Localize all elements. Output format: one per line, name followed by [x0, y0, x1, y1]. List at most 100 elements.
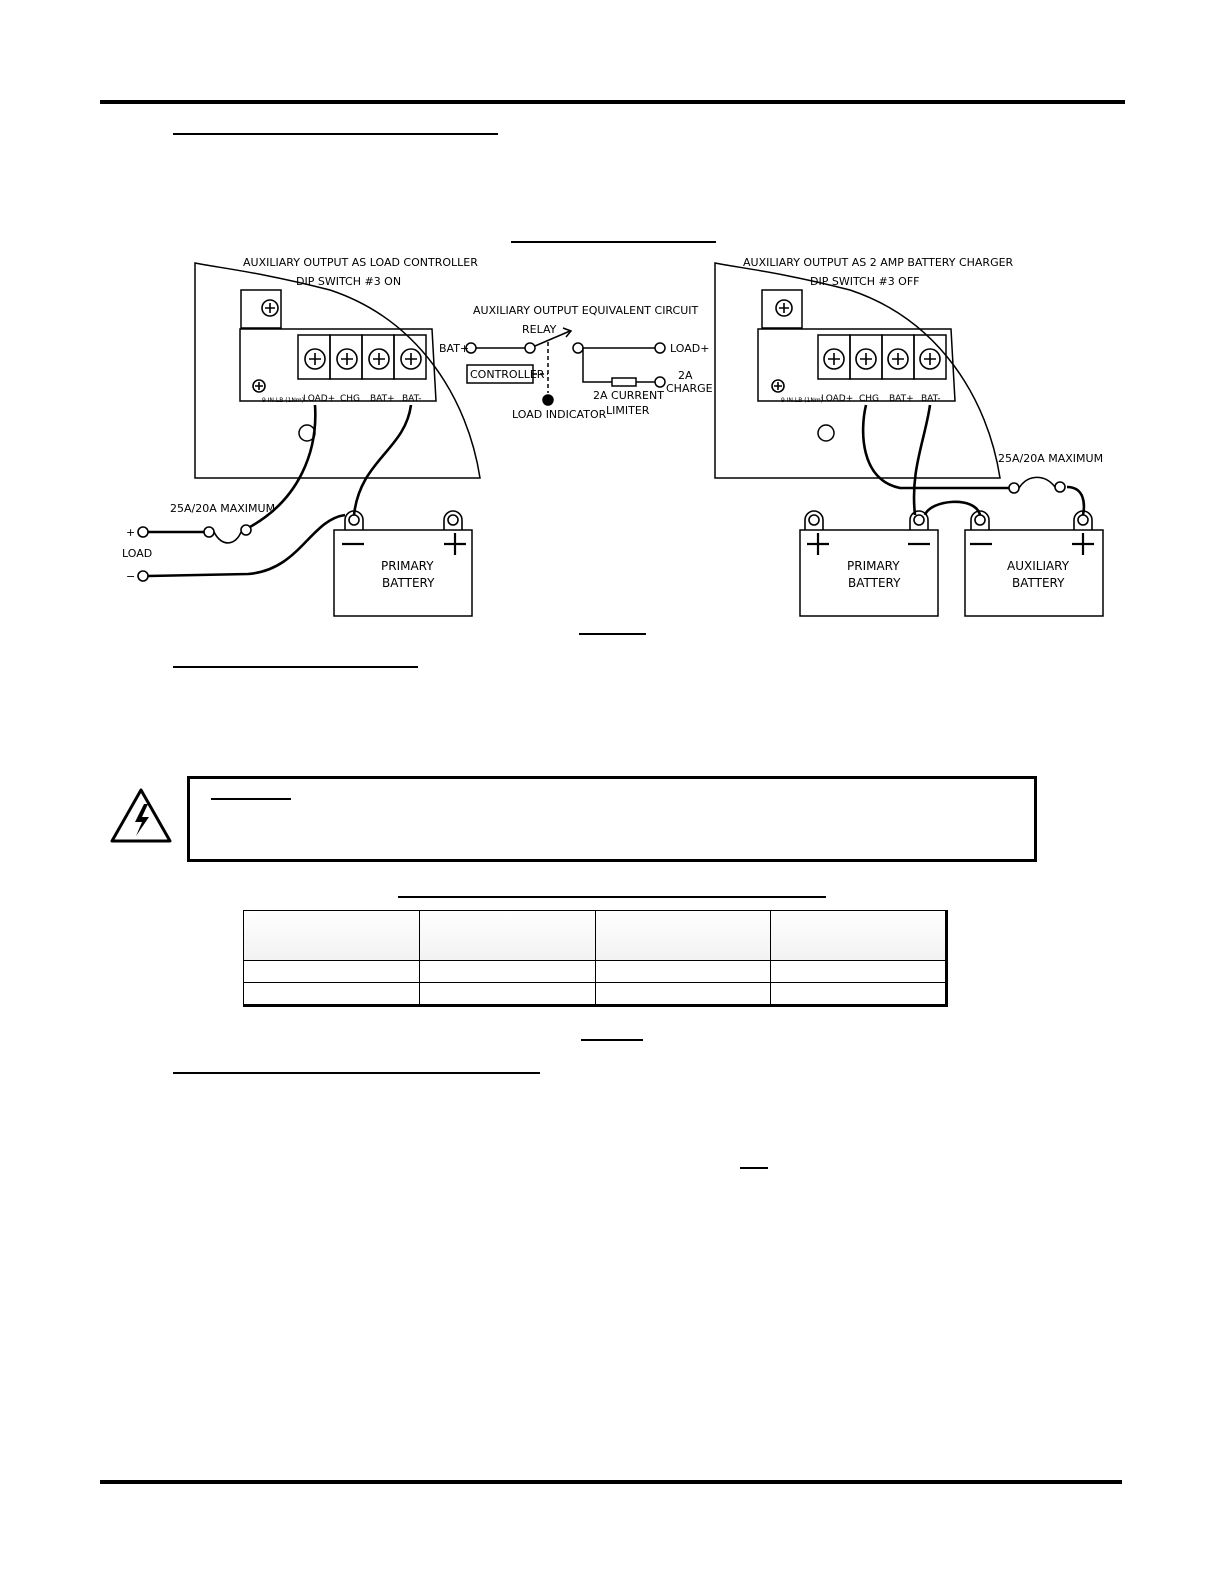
bottom-rule	[100, 1480, 1122, 1484]
auxiliary-battery	[964, 529, 1104, 617]
mounting-hole-right	[817, 424, 835, 442]
screw-icon	[400, 348, 422, 370]
left-terminal-label: LOAD+	[303, 394, 335, 404]
right-fuse-label: 25A/20A MAXIMUM	[998, 452, 1103, 465]
load-terminal-negative	[137, 570, 149, 582]
plus-sign-icon	[807, 533, 829, 555]
screw-icon	[771, 379, 785, 393]
fuse-icon	[1008, 476, 1066, 494]
table-cell	[770, 960, 947, 983]
mounting-block-left	[240, 289, 282, 329]
wiring-diagram: AUXILIARY OUTPUT AS LOAD CONTROLLER DIP …	[122, 256, 1104, 617]
emphasis-underline	[740, 1167, 768, 1169]
controller-enclosure-right	[714, 262, 1001, 479]
terminal-strip-left	[239, 328, 437, 402]
table-cell	[243, 982, 420, 1006]
table-caption-underline	[581, 1039, 643, 1041]
screw-icon	[919, 348, 941, 370]
section-heading-underline	[173, 666, 418, 668]
load-minus-label: −	[126, 570, 135, 583]
terminal-block-right	[817, 334, 947, 380]
relay-label: RELAY	[522, 323, 557, 336]
controller-enclosure-left	[194, 262, 481, 479]
screw-icon	[368, 348, 390, 370]
screw-icon	[823, 348, 845, 370]
relay-contact	[534, 330, 571, 347]
table-header-cell	[770, 910, 947, 961]
table-cell	[418, 982, 596, 1006]
table-cell	[243, 960, 420, 983]
screw-icon	[775, 299, 793, 317]
figure-title-underline	[511, 241, 716, 243]
right-torque-label: 9 IN.LB (1Nm)	[781, 397, 823, 404]
table-row	[243, 960, 947, 983]
left-terminal-label: BAT-	[402, 394, 422, 404]
screw-icon	[855, 348, 877, 370]
load-plus-output-label: LOAD+	[670, 342, 709, 355]
wiring	[147, 404, 1086, 578]
terminal-strip-right	[757, 328, 956, 402]
table-cell	[770, 982, 947, 1006]
fuse-icon	[203, 524, 252, 544]
primary-battery-left	[333, 529, 473, 617]
load-indicator-label: LOAD INDICATOR	[512, 408, 607, 421]
right-terminal-label: BAT+	[889, 394, 914, 404]
auxiliary-battery-label: BATTERY	[1012, 576, 1065, 590]
right-terminal-label: LOAD+	[821, 394, 853, 404]
terminal-screws	[252, 299, 941, 393]
table-header-cell	[594, 910, 772, 961]
screw-icon	[252, 379, 266, 393]
equivalent-circuit	[465, 327, 666, 406]
screw-icon	[887, 348, 909, 370]
warning-box	[187, 776, 1037, 862]
load-terminal-positive	[137, 526, 149, 538]
load-plus-label: +	[126, 526, 135, 539]
limiter-label: LIMITER	[606, 404, 650, 417]
controller-label: CONTROLLER	[470, 368, 545, 381]
section-heading-underline	[173, 133, 498, 135]
left-battery-label: BATTERY	[382, 576, 435, 590]
table-header-cell	[243, 910, 420, 961]
charge-label: 2A	[678, 369, 693, 382]
left-terminal-label: BAT+	[370, 394, 395, 404]
table-row	[243, 982, 947, 1006]
screw-icon	[336, 348, 358, 370]
table-cell	[594, 982, 772, 1006]
screw-icon	[304, 348, 326, 370]
battery-polarity-marks	[342, 533, 1094, 555]
battery-terminal-icon	[443, 510, 463, 530]
data-table	[243, 910, 948, 1007]
left-terminal-label: CHG	[340, 394, 360, 404]
load-label: LOAD	[122, 547, 152, 560]
table-header-cell	[418, 910, 596, 961]
top-rule	[100, 100, 1125, 104]
bat-plus-label: BAT+	[439, 342, 469, 355]
auxiliary-battery-label: AUXILIARY	[1007, 559, 1070, 573]
plus-sign-icon	[1072, 533, 1094, 555]
mounting-block-right	[761, 289, 803, 329]
table-header-row	[243, 910, 947, 961]
terminal-block-left	[297, 334, 427, 380]
warning-heading-underline	[211, 798, 291, 800]
primary-battery-right	[799, 529, 939, 617]
right-terminal-label: CHG	[859, 394, 879, 404]
load-indicator-led	[542, 394, 554, 406]
battery-terminal-icon	[804, 510, 824, 530]
fuses	[137, 476, 1066, 582]
table-cell	[418, 960, 596, 983]
left-dip-switch-label: DIP SWITCH #3 ON	[296, 275, 401, 288]
charge-label: CHARGE	[666, 382, 713, 395]
plus-sign-icon	[444, 533, 466, 555]
table-title-underline	[398, 896, 826, 898]
right-panel-title: AUXILIARY OUTPUT AS 2 AMP BATTERY CHARGE…	[743, 256, 1014, 269]
left-torque-label: 9 IN.LB (1Nm)	[262, 397, 304, 404]
screw-icon	[261, 299, 279, 317]
high-voltage-warning-icon	[110, 788, 172, 843]
left-fuse-label: 25A/20A MAXIMUM	[170, 502, 275, 515]
right-primary-battery-label: BATTERY	[848, 576, 901, 590]
table-cell	[594, 960, 772, 983]
left-panel-title: AUXILIARY OUTPUT AS LOAD CONTROLLER	[243, 256, 478, 269]
section-heading-underline	[173, 1072, 540, 1074]
right-primary-battery-label: PRIMARY	[847, 559, 900, 573]
right-dip-switch-label: DIP SWITCH #3 OFF	[810, 275, 920, 288]
